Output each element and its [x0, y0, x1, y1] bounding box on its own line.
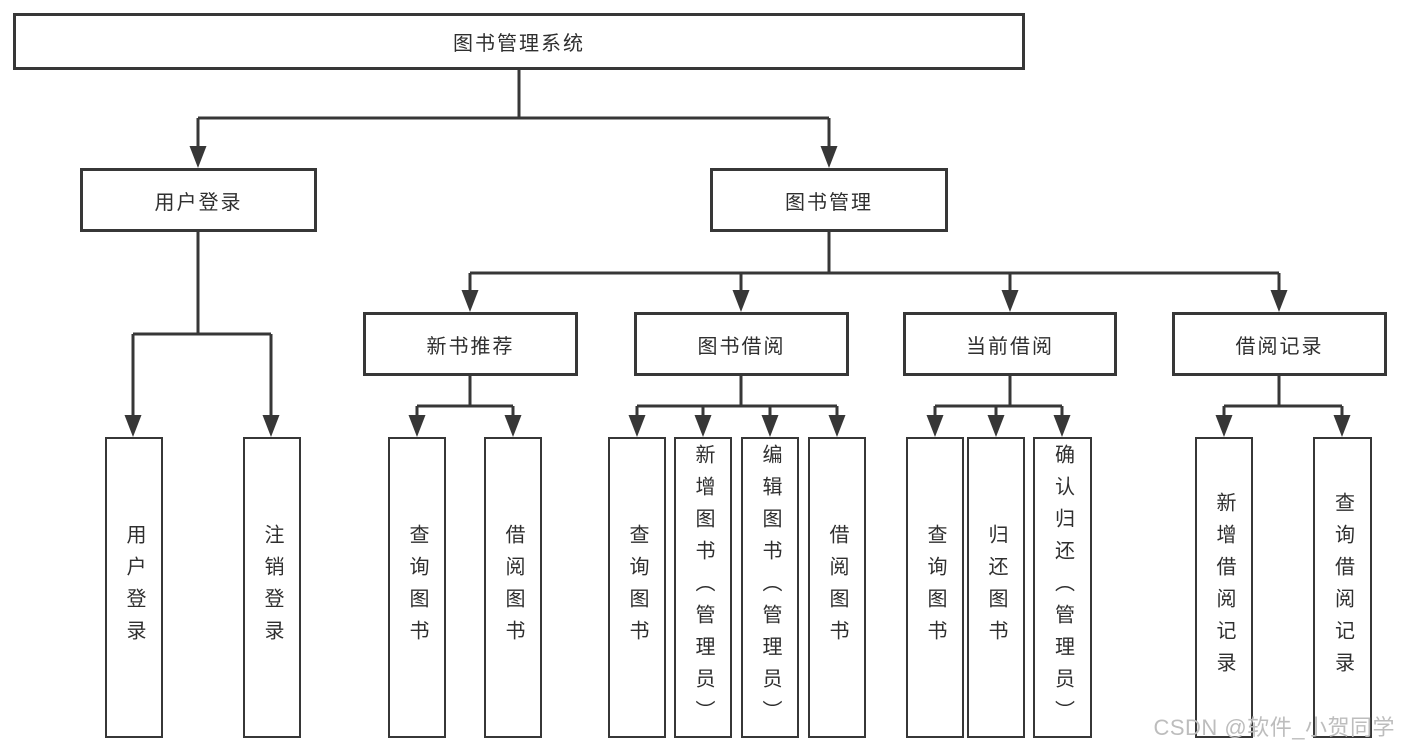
node-book-borrowing-label: 图书借阅 [697, 335, 786, 358]
arrowhead-icon [1270, 290, 1288, 312]
arrowhead-icon [926, 415, 944, 437]
node-borrowing-records-label: 借阅记录 [1235, 335, 1324, 358]
node-root: 图书管理系统 [13, 13, 1025, 70]
arrowhead-icon [694, 415, 712, 437]
node-user-login-label: 用户登录 [154, 191, 243, 214]
arrowhead-icon [262, 415, 280, 437]
leaf-query-books-current: 查询图书 [906, 437, 964, 738]
arrowhead-icon [987, 415, 1005, 437]
leaf-query-books-recommend-label: 查询图书 [406, 523, 428, 652]
leaf-query-books-borrowing-label: 查询图书 [626, 523, 648, 652]
node-book-management-label: 图书管理 [785, 191, 873, 214]
arrowhead-icon [124, 415, 142, 437]
leaf-return-books: 归还图书 [967, 437, 1025, 738]
node-new-book-recommend: 新书推荐 [363, 312, 578, 376]
node-user-login: 用户登录 [80, 168, 317, 232]
leaf-edit-books-admin: 编辑图书（管理员） [741, 437, 799, 738]
arrowhead-icon [189, 146, 207, 168]
leaf-return-books-label: 归还图书 [985, 523, 1007, 652]
arrowhead-icon [761, 415, 779, 437]
node-new-book-recommend-label: 新书推荐 [426, 335, 515, 358]
leaf-query-books-recommend: 查询图书 [388, 437, 446, 738]
leaf-add-books-admin: 新增图书（管理员） [674, 437, 732, 738]
watermark-text: CSDN @软件_小贺同学 [1153, 715, 1395, 740]
leaf-borrow-books-recommend: 借阅图书 [484, 437, 542, 738]
arrowheads-group [124, 146, 1351, 437]
leaf-query-books-borrowing: 查询图书 [608, 437, 666, 738]
arrowhead-icon [732, 290, 750, 312]
node-current-borrowing: 当前借阅 [903, 312, 1117, 376]
arrowhead-icon [820, 146, 838, 168]
leaf-confirm-return-admin: 确认归还（管理员） [1033, 437, 1092, 738]
node-borrowing-records: 借阅记录 [1172, 312, 1387, 376]
arrowhead-icon [828, 415, 846, 437]
leaf-add-books-admin-label: 新增图书（管理员） [692, 443, 714, 732]
leaf-add-borrow-record-label: 新增借阅记录 [1213, 491, 1235, 684]
arrowhead-icon [1333, 415, 1351, 437]
arrowhead-icon [1001, 290, 1019, 312]
arrowhead-icon [1215, 415, 1233, 437]
leaf-confirm-return-admin-label: 确认归还（管理员） [1051, 443, 1074, 732]
arrowhead-icon [461, 290, 479, 312]
arrowhead-icon [1053, 415, 1071, 437]
node-root-label: 图书管理系统 [453, 33, 585, 55]
leaf-query-books-current-label: 查询图书 [924, 523, 946, 652]
arrowhead-icon [504, 415, 522, 437]
leaf-borrow-books-borrowing-label: 借阅图书 [826, 523, 848, 652]
node-book-borrowing: 图书借阅 [634, 312, 849, 376]
leaf-user-login: 用户登录 [105, 437, 163, 738]
node-current-borrowing-label: 当前借阅 [966, 335, 1054, 358]
leaf-query-borrow-record-label: 查询借阅记录 [1331, 491, 1354, 684]
leaf-edit-books-admin-label: 编辑图书（管理员） [759, 443, 781, 732]
leaf-user-login-label: 用户登录 [123, 523, 145, 652]
leaf-borrow-books-recommend-label: 借阅图书 [502, 523, 524, 652]
leaf-borrow-books-borrowing: 借阅图书 [808, 437, 866, 738]
node-book-management: 图书管理 [710, 168, 948, 232]
leaf-add-borrow-record: 新增借阅记录 [1195, 437, 1253, 738]
leaf-logout-label: 注销登录 [261, 523, 283, 652]
arrowhead-icon [628, 415, 646, 437]
arrowhead-icon [408, 415, 426, 437]
leaf-logout: 注销登录 [243, 437, 301, 738]
leaf-query-borrow-record: 查询借阅记录 [1313, 437, 1372, 738]
